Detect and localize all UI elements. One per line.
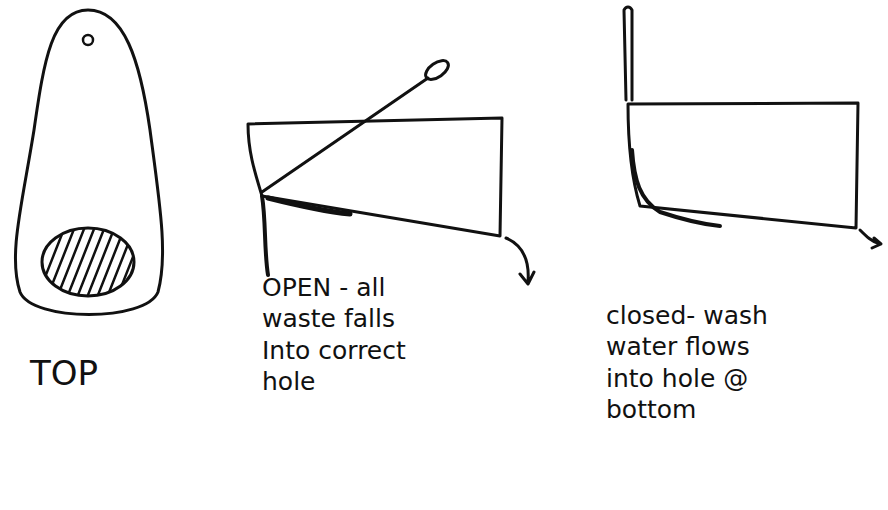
closed-side-view xyxy=(628,103,858,228)
wash-smear xyxy=(632,150,720,226)
top-view-outline xyxy=(15,10,162,315)
closed-lid xyxy=(624,7,632,100)
outflow-arrow xyxy=(860,230,881,248)
open-lid xyxy=(262,78,428,192)
caption-note: OPEN - all waste falls Into correct hole xyxy=(262,272,450,397)
caption-note: closed- wash water flows into hole @ bot… xyxy=(606,300,802,425)
view-label: TOP xyxy=(30,352,170,395)
top-hole xyxy=(83,35,93,45)
lid-handle xyxy=(422,57,451,83)
waste-smear xyxy=(268,198,350,214)
drain-pipe xyxy=(262,196,268,275)
drain-hatching xyxy=(36,224,146,300)
outflow-arrow xyxy=(506,238,534,284)
